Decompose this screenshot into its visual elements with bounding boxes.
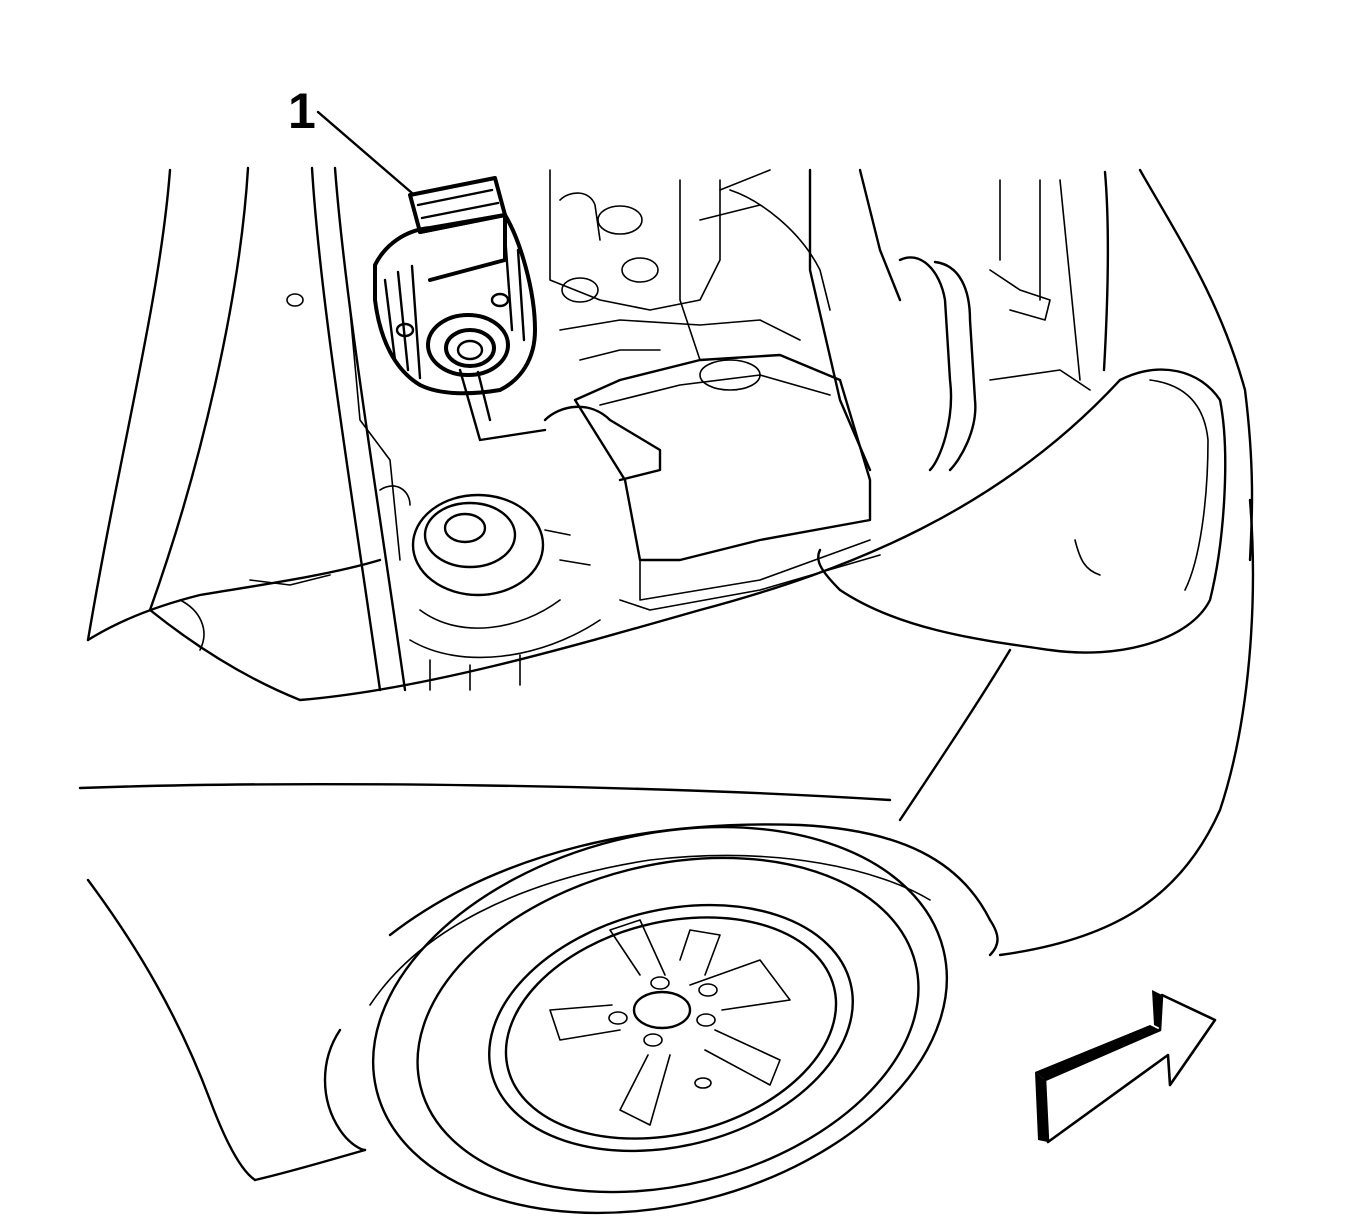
front-wheel bbox=[371, 825, 949, 1215]
vehicle-front-direction-arrow-icon bbox=[1035, 990, 1217, 1144]
vehicle-body bbox=[78, 166, 1255, 1182]
callout-1-leader-line bbox=[316, 110, 414, 195]
generator bbox=[373, 176, 547, 442]
callout-1: 1 bbox=[288, 83, 414, 195]
engine-components bbox=[179, 168, 1091, 691]
callout-1-label: 1 bbox=[288, 83, 316, 139]
